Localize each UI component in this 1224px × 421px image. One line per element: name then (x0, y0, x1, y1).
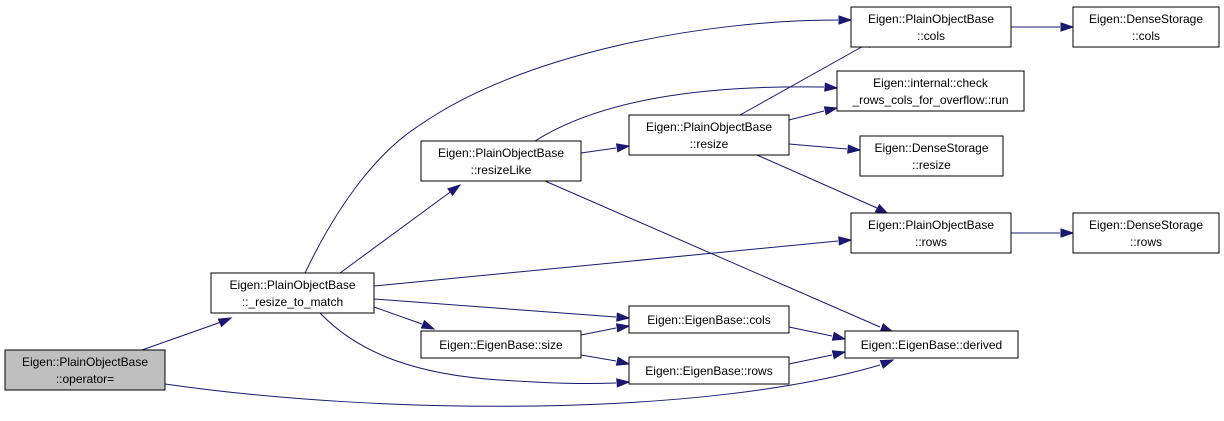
node-resize-like-line1: Eigen::PlainObjectBase (438, 146, 564, 160)
edge-pob_resize-to-ds_resize (788, 143, 848, 150)
node-resize-to-match[interactable]: Eigen::PlainObjectBase ::_resize_to_matc… (210, 272, 375, 314)
node-eigenbase-cols[interactable]: Eigen::EigenBase::cols (628, 305, 790, 334)
node-operator-assign-line1: Eigen::PlainObjectBase (22, 355, 148, 369)
arrowhead-operator_eq-to-resize_to_match (217, 317, 233, 328)
edge-resizeLike-to-pob_resize (580, 147, 617, 154)
edge-pob_resize-to-pob_cols (739, 43, 868, 116)
node-plainobjectbase-cols[interactable]: Eigen::PlainObjectBase ::cols (850, 6, 1012, 48)
node-resize-to-match-line1: Eigen::PlainObjectBase (229, 278, 355, 292)
node-plainobjectbase-cols-line1: Eigen::PlainObjectBase (868, 12, 994, 26)
node-eigenbase-rows-label: Eigen::EigenBase::rows (645, 364, 772, 378)
edge-pob_resize-to-check_overflow (788, 110, 825, 121)
arrowhead-resize_to_match-to-resizeLike (447, 184, 462, 197)
arrowhead-pob_resize-to-check_overflow (823, 106, 839, 116)
arrowhead-resizeLike-to-check_overflow (824, 82, 839, 92)
arrowhead-pob_resize-to-ds_resize (847, 144, 862, 154)
arrowhead-resize_to_match-to-pob_cols (838, 15, 853, 25)
node-densestorage-cols-line1: Eigen::DenseStorage (1089, 12, 1203, 26)
node-eigenbase-derived-label: Eigen::EigenBase::derived (861, 338, 1002, 352)
node-resize-like-line2: ::resizeLike (471, 163, 532, 177)
edge-resize_to_match-to-eb_size (373, 306, 423, 325)
node-densestorage-rows[interactable]: Eigen::DenseStorage ::rows (1072, 212, 1220, 254)
arrowhead-eb_size-to-eb_rows (615, 356, 631, 366)
node-plainobjectbase-resize-line1: Eigen::PlainObjectBase (646, 120, 772, 134)
nodes-layer: Eigen::PlainObjectBase ::operator= Eigen… (4, 6, 1220, 391)
arrowhead-pob_cols-to-ds_cols (1060, 22, 1075, 32)
edge-resizeLike-to-check_overflow (534, 86, 825, 142)
node-check-rows-cols-overflow-line2: _rows_cols_for_overflow::run (851, 93, 1008, 107)
arrowhead-eb_cols-to-eb_derived (831, 331, 847, 341)
arrowhead-resizeLike-to-pob_resize (615, 143, 631, 153)
arrowhead-resize_to_match-to-eb_cols (616, 312, 631, 322)
node-eigenbase-size[interactable]: Eigen::EigenBase::size (420, 330, 582, 359)
node-densestorage-rows-line2: ::rows (1130, 235, 1162, 249)
arrowhead-operator_eq-to-eb_derived (879, 359, 895, 369)
node-check-rows-cols-overflow-line1: Eigen::internal::check (873, 76, 989, 90)
edge-resize_to_match-to-eb_cols (373, 298, 617, 318)
arrowhead-resize_to_match-to-eb_size (420, 319, 436, 330)
node-operator-assign[interactable]: Eigen::PlainObjectBase ::operator= (4, 349, 166, 391)
arrowhead-eb_size-to-eb_cols (615, 323, 631, 333)
edge-resize_to_match-to-pob_cols (304, 19, 839, 274)
node-plainobjectbase-rows-line1: Eigen::PlainObjectBase (868, 218, 994, 232)
node-plainobjectbase-resize-line2: ::resize (690, 137, 729, 151)
node-plainobjectbase-cols-line2: ::cols (917, 29, 945, 43)
arrowhead-eb_rows-to-eb_derived (831, 350, 847, 360)
node-eigenbase-cols-label: Eigen::EigenBase::cols (647, 313, 770, 327)
edges-layer (141, 15, 1075, 407)
node-resize-to-match-line2: ::_resize_to_match (242, 295, 343, 309)
node-eigenbase-size-label: Eigen::EigenBase::size (439, 338, 563, 352)
edge-resize_to_match-to-eb_rows (319, 312, 617, 385)
edge-eb_cols-to-eb_derived (788, 326, 833, 337)
edge-operator_eq-to-eb_derived (164, 364, 881, 407)
node-densestorage-rows-line1: Eigen::DenseStorage (1089, 218, 1203, 232)
edge-resizeLike-to-eb_derived (544, 180, 881, 328)
arrowhead-pob_rows-to-ds_rows (1060, 228, 1075, 238)
edge-eb_size-to-eb_cols (580, 327, 617, 336)
node-eigenbase-rows[interactable]: Eigen::EigenBase::rows (628, 356, 790, 385)
edge-resize_to_match-to-resizeLike (339, 189, 454, 274)
node-densestorage-resize[interactable]: Eigen::DenseStorage ::resize (859, 135, 1004, 177)
node-densestorage-resize-line2: ::resize (912, 158, 951, 172)
node-densestorage-cols-line2: ::cols (1132, 29, 1160, 43)
node-plainobjectbase-resize[interactable]: Eigen::PlainObjectBase ::resize (628, 114, 790, 156)
arrowhead-resize_to_match-to-pob_rows (838, 236, 853, 246)
edge-pob_resize-to-pob_rows (756, 154, 878, 209)
edge-eb_rows-to-eb_derived (788, 354, 833, 365)
node-eigenbase-derived[interactable]: Eigen::EigenBase::derived (844, 330, 1019, 359)
node-plainobjectbase-rows-line2: ::rows (915, 235, 947, 249)
node-check-rows-cols-overflow[interactable]: Eigen::internal::check _rows_cols_for_ov… (836, 70, 1025, 112)
edge-operator_eq-to-resize_to_match (141, 320, 225, 351)
edge-eb_size-to-eb_rows (580, 354, 617, 362)
node-resize-like[interactable]: Eigen::PlainObjectBase ::resizeLike (420, 140, 582, 182)
node-densestorage-resize-line1: Eigen::DenseStorage (874, 141, 988, 155)
node-operator-assign-line2: ::operator= (56, 372, 114, 386)
node-densestorage-cols[interactable]: Eigen::DenseStorage ::cols (1072, 6, 1220, 48)
edge-resize_to_match-to-pob_rows (373, 240, 839, 287)
arrowhead-resize_to_match-to-eb_rows (616, 378, 631, 388)
node-plainobjectbase-rows[interactable]: Eigen::PlainObjectBase ::rows (850, 212, 1012, 254)
